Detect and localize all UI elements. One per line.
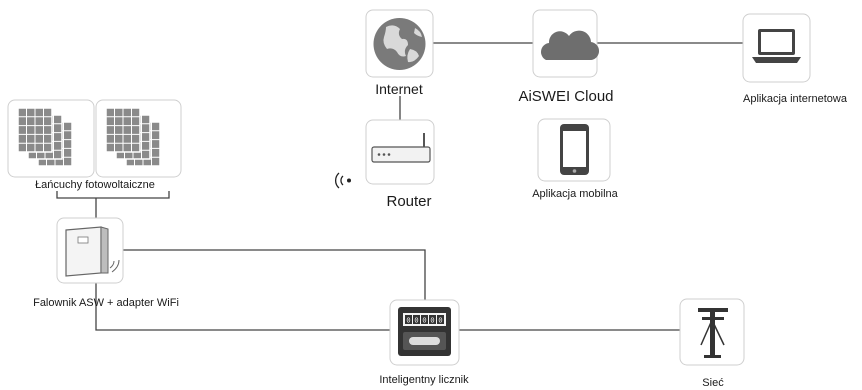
- inverter-node: [56, 217, 124, 284]
- pv-label: Łańcuchy fotowoltaiczne: [35, 179, 155, 191]
- globe-icon: [373, 18, 426, 70]
- meter-digit-cell: [437, 315, 444, 324]
- pv-bracket: [56, 191, 170, 199]
- meter-digit: 0: [438, 318, 442, 326]
- internet-node: [365, 9, 434, 78]
- mobile-node: [537, 118, 611, 182]
- router-node: [365, 119, 435, 185]
- router-icon: [371, 133, 431, 163]
- webapp-label: Aplikacja internetowa: [743, 93, 848, 105]
- router-label: Router: [386, 193, 431, 210]
- cloud-icon: [541, 30, 600, 61]
- meter-digit: 0: [430, 318, 434, 326]
- wifi-signal-icon: [335, 172, 351, 189]
- pv-strings-node: [7, 99, 182, 178]
- grid-node: [679, 298, 745, 366]
- laptop-icon: [752, 29, 801, 63]
- inverter-icon: [65, 226, 120, 277]
- meter-digit: 0: [406, 318, 410, 326]
- grid-label: Sieć: [702, 377, 724, 389]
- connection-lines: [56, 42, 743, 331]
- link-inverter-meter-top: [123, 249, 426, 300]
- webapp-node: [742, 13, 811, 83]
- mobile-label: Aplikacja mobilna: [532, 188, 618, 200]
- meter-digit: 0: [422, 318, 426, 326]
- meter-digit-cell: [429, 315, 436, 324]
- solar-panel-icon: [105, 107, 161, 167]
- meter-digit-cell: [413, 315, 420, 324]
- meter-label: Inteligentny licznik: [379, 374, 469, 386]
- inverter-label: Falownik ASW + adapter WiFi: [33, 297, 179, 309]
- meter-digit-cell: [405, 315, 412, 324]
- power-pole-icon: [698, 308, 728, 358]
- solar-panel-icon: [17, 107, 73, 167]
- cloud-label: AiSWEI Cloud: [518, 88, 613, 105]
- cloud-node: [532, 9, 600, 78]
- meter-digit-cell: [421, 315, 428, 324]
- internet-label: Internet: [375, 81, 423, 97]
- link-inverter-meter: [95, 283, 390, 331]
- smartphone-icon: [560, 124, 589, 175]
- meter-digit: 0: [414, 318, 418, 326]
